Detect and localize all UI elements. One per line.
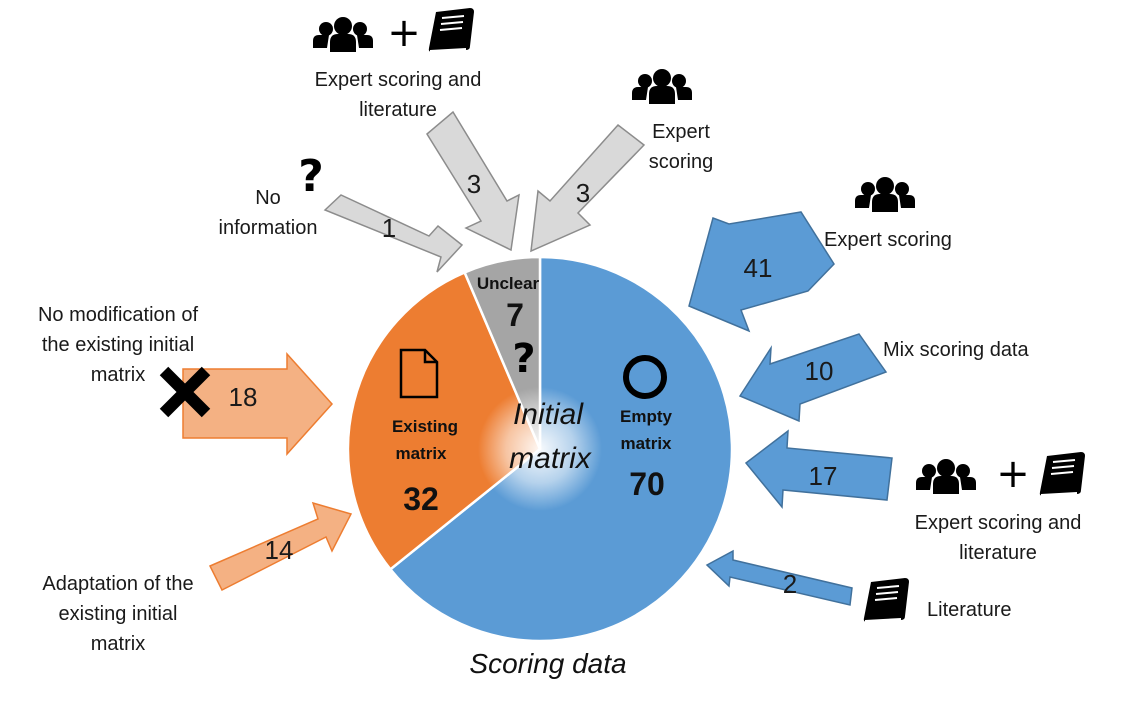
label-top-expert-literature-line1: Expert scoring and — [315, 69, 482, 91]
question-icon-no-information: ? — [298, 151, 324, 202]
label-literature: Literature — [927, 599, 1012, 621]
arrow-expert-literature: 17 — [744, 429, 893, 509]
label-no-modification-line1: No modification of — [38, 304, 199, 326]
question-icon: ? — [512, 336, 535, 382]
people-icon-top — [313, 17, 373, 52]
label-no-modification-line2: the existing initial — [42, 334, 194, 356]
cross-icon — [159, 366, 211, 418]
label-top-expert-literature-line2: literature — [359, 99, 437, 121]
arrow-expert-scoring: 41 — [688, 211, 835, 333]
arrow-expert-scoring-value: 41 — [744, 253, 773, 283]
center-label-line1: Initial — [513, 398, 584, 431]
arrow-top-expert: 3 — [530, 123, 646, 253]
label-expert-literature-line1: Expert scoring and — [915, 512, 1082, 534]
center-glow — [478, 387, 602, 511]
label-adaptation-line1: Adaptation of the — [42, 573, 193, 595]
arrow-top-expert-value: 3 — [576, 178, 590, 208]
people-icon-expert-scoring — [855, 177, 915, 212]
scoring-data-label: Scoring data — [469, 648, 626, 679]
arrow-no-information: 1 — [323, 194, 464, 273]
center-label-line2: matrix — [509, 442, 592, 475]
label-adaptation-line3: matrix — [91, 633, 145, 655]
arrow-no-modification: 18 — [182, 352, 334, 456]
label-no-modification-line3: matrix — [91, 364, 145, 386]
book-icon-top — [427, 7, 475, 54]
plus-icon-top: + — [387, 10, 421, 56]
plus-icon-right: + — [996, 451, 1030, 497]
label-no-information-line2: information — [219, 217, 318, 239]
arrow-literature-value: 2 — [783, 569, 797, 599]
segment-empty-label-line1: Empty — [620, 407, 673, 426]
label-adaptation-line2: existing initial — [59, 603, 178, 625]
segment-existing-label-line2: matrix — [395, 444, 447, 463]
book-icon-expert-literature — [1038, 451, 1086, 498]
label-top-expert-line1: Expert — [652, 121, 710, 143]
segment-existing-value: 32 — [403, 481, 439, 517]
arrow-adaptation: 14 — [208, 501, 353, 592]
pie-slice-existing — [346, 270, 542, 572]
circle-icon — [623, 355, 667, 399]
label-no-information-line1: No — [255, 187, 281, 209]
book-icon-literature — [862, 577, 910, 624]
arrow-expert-literature-value: 17 — [809, 461, 838, 491]
segment-existing-label-line1: Existing — [392, 417, 458, 436]
segment-unclear-label: Unclear — [477, 274, 540, 293]
arrow-mix-value: 10 — [805, 356, 834, 386]
segment-unclear-value: 7 — [506, 297, 524, 333]
label-expert-literature-line2: literature — [959, 542, 1037, 564]
arrow-top-expert-literature: 3 — [426, 110, 520, 252]
label-expert-scoring: Expert scoring — [824, 229, 952, 251]
people-icon-expert-literature — [916, 459, 976, 494]
people-icon-top-right — [632, 69, 692, 104]
arrow-literature: 2 — [705, 549, 853, 606]
arrow-no-information-value: 1 — [382, 213, 396, 243]
arrow-no-modification-value: 18 — [229, 382, 258, 412]
arrow-mix-scoring: 10 — [738, 333, 888, 423]
document-icon — [399, 348, 439, 399]
arrow-top-expert-literature-value: 3 — [467, 169, 481, 199]
segment-empty-value: 70 — [629, 466, 665, 502]
label-mix-scoring: Mix scoring data — [883, 339, 1029, 361]
segment-empty-label-line2: matrix — [620, 434, 672, 453]
arrow-adaptation-value: 14 — [265, 535, 294, 565]
label-top-expert-line2: scoring — [649, 151, 713, 173]
